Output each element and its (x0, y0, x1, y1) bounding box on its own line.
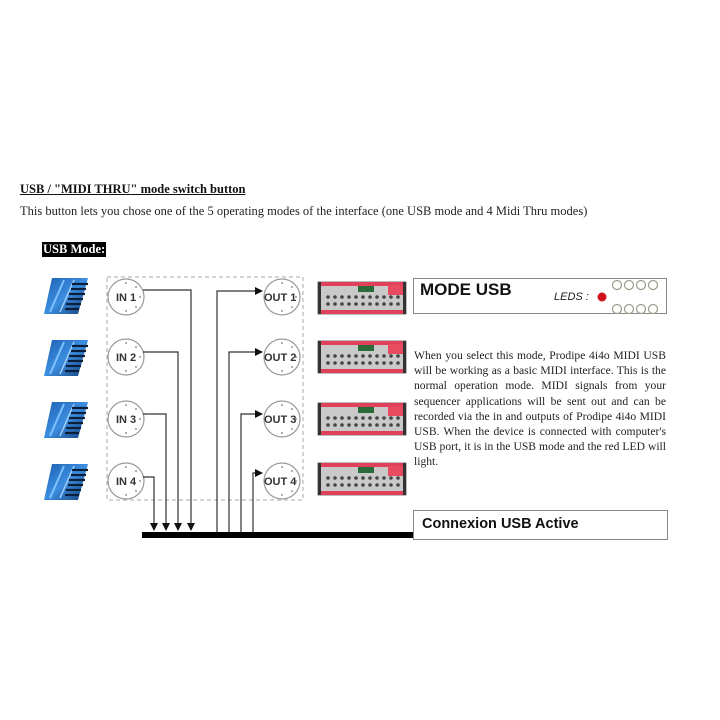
keyboard-1 (42, 276, 90, 316)
in-port-4-label: IN 4 (116, 476, 137, 488)
led-off-icon (623, 303, 635, 315)
midi-interface-outline (106, 276, 304, 501)
in-port-1-label: IN 1 (116, 292, 136, 304)
usb-mode-label: USB Mode: (42, 242, 107, 257)
out-port-3-label: OUT 3 (264, 414, 296, 426)
led-off-icon (635, 279, 647, 291)
led-off-icon (611, 279, 623, 291)
keyboard-3 (42, 400, 90, 440)
section-title: USB / "MIDI THRU" mode switch button (20, 182, 246, 196)
leds-label: LEDS : (554, 291, 589, 303)
out-port-2-label: OUT 2 (264, 352, 296, 364)
usb-mode-description: When you select this mode, Prodipe 4i4o … (414, 349, 666, 469)
mode-usb-title: MODE USB (420, 280, 512, 299)
out-port-4-label: OUT 4 (264, 476, 297, 488)
sound-module-1 (317, 281, 407, 315)
sound-module-3 (317, 402, 407, 436)
led-array (597, 279, 659, 315)
sound-module-4 (317, 462, 407, 496)
led-off-icon (623, 279, 635, 291)
mode-usb-panel: MODE USB LEDS : (413, 278, 667, 315)
led-off-icon (611, 303, 623, 315)
led-active-icon (597, 292, 607, 302)
in-port-2-label: IN 2 (116, 352, 136, 364)
sound-module-2 (317, 340, 407, 374)
led-off-icon (647, 303, 659, 315)
usb-connection-label: Connexion USB Active (422, 516, 579, 532)
usb-bus-bar (142, 532, 414, 538)
out-port-1-label: OUT 1 (264, 292, 296, 304)
in-port-3-label: IN 3 (116, 414, 136, 426)
section-intro: This button lets you chose one of the 5 … (20, 204, 588, 218)
keyboard-2 (42, 338, 90, 378)
led-off-icon (647, 279, 659, 291)
led-off-icon (635, 303, 647, 315)
usb-connection-panel: Connexion USB Active (413, 510, 668, 540)
keyboard-4 (42, 462, 90, 502)
